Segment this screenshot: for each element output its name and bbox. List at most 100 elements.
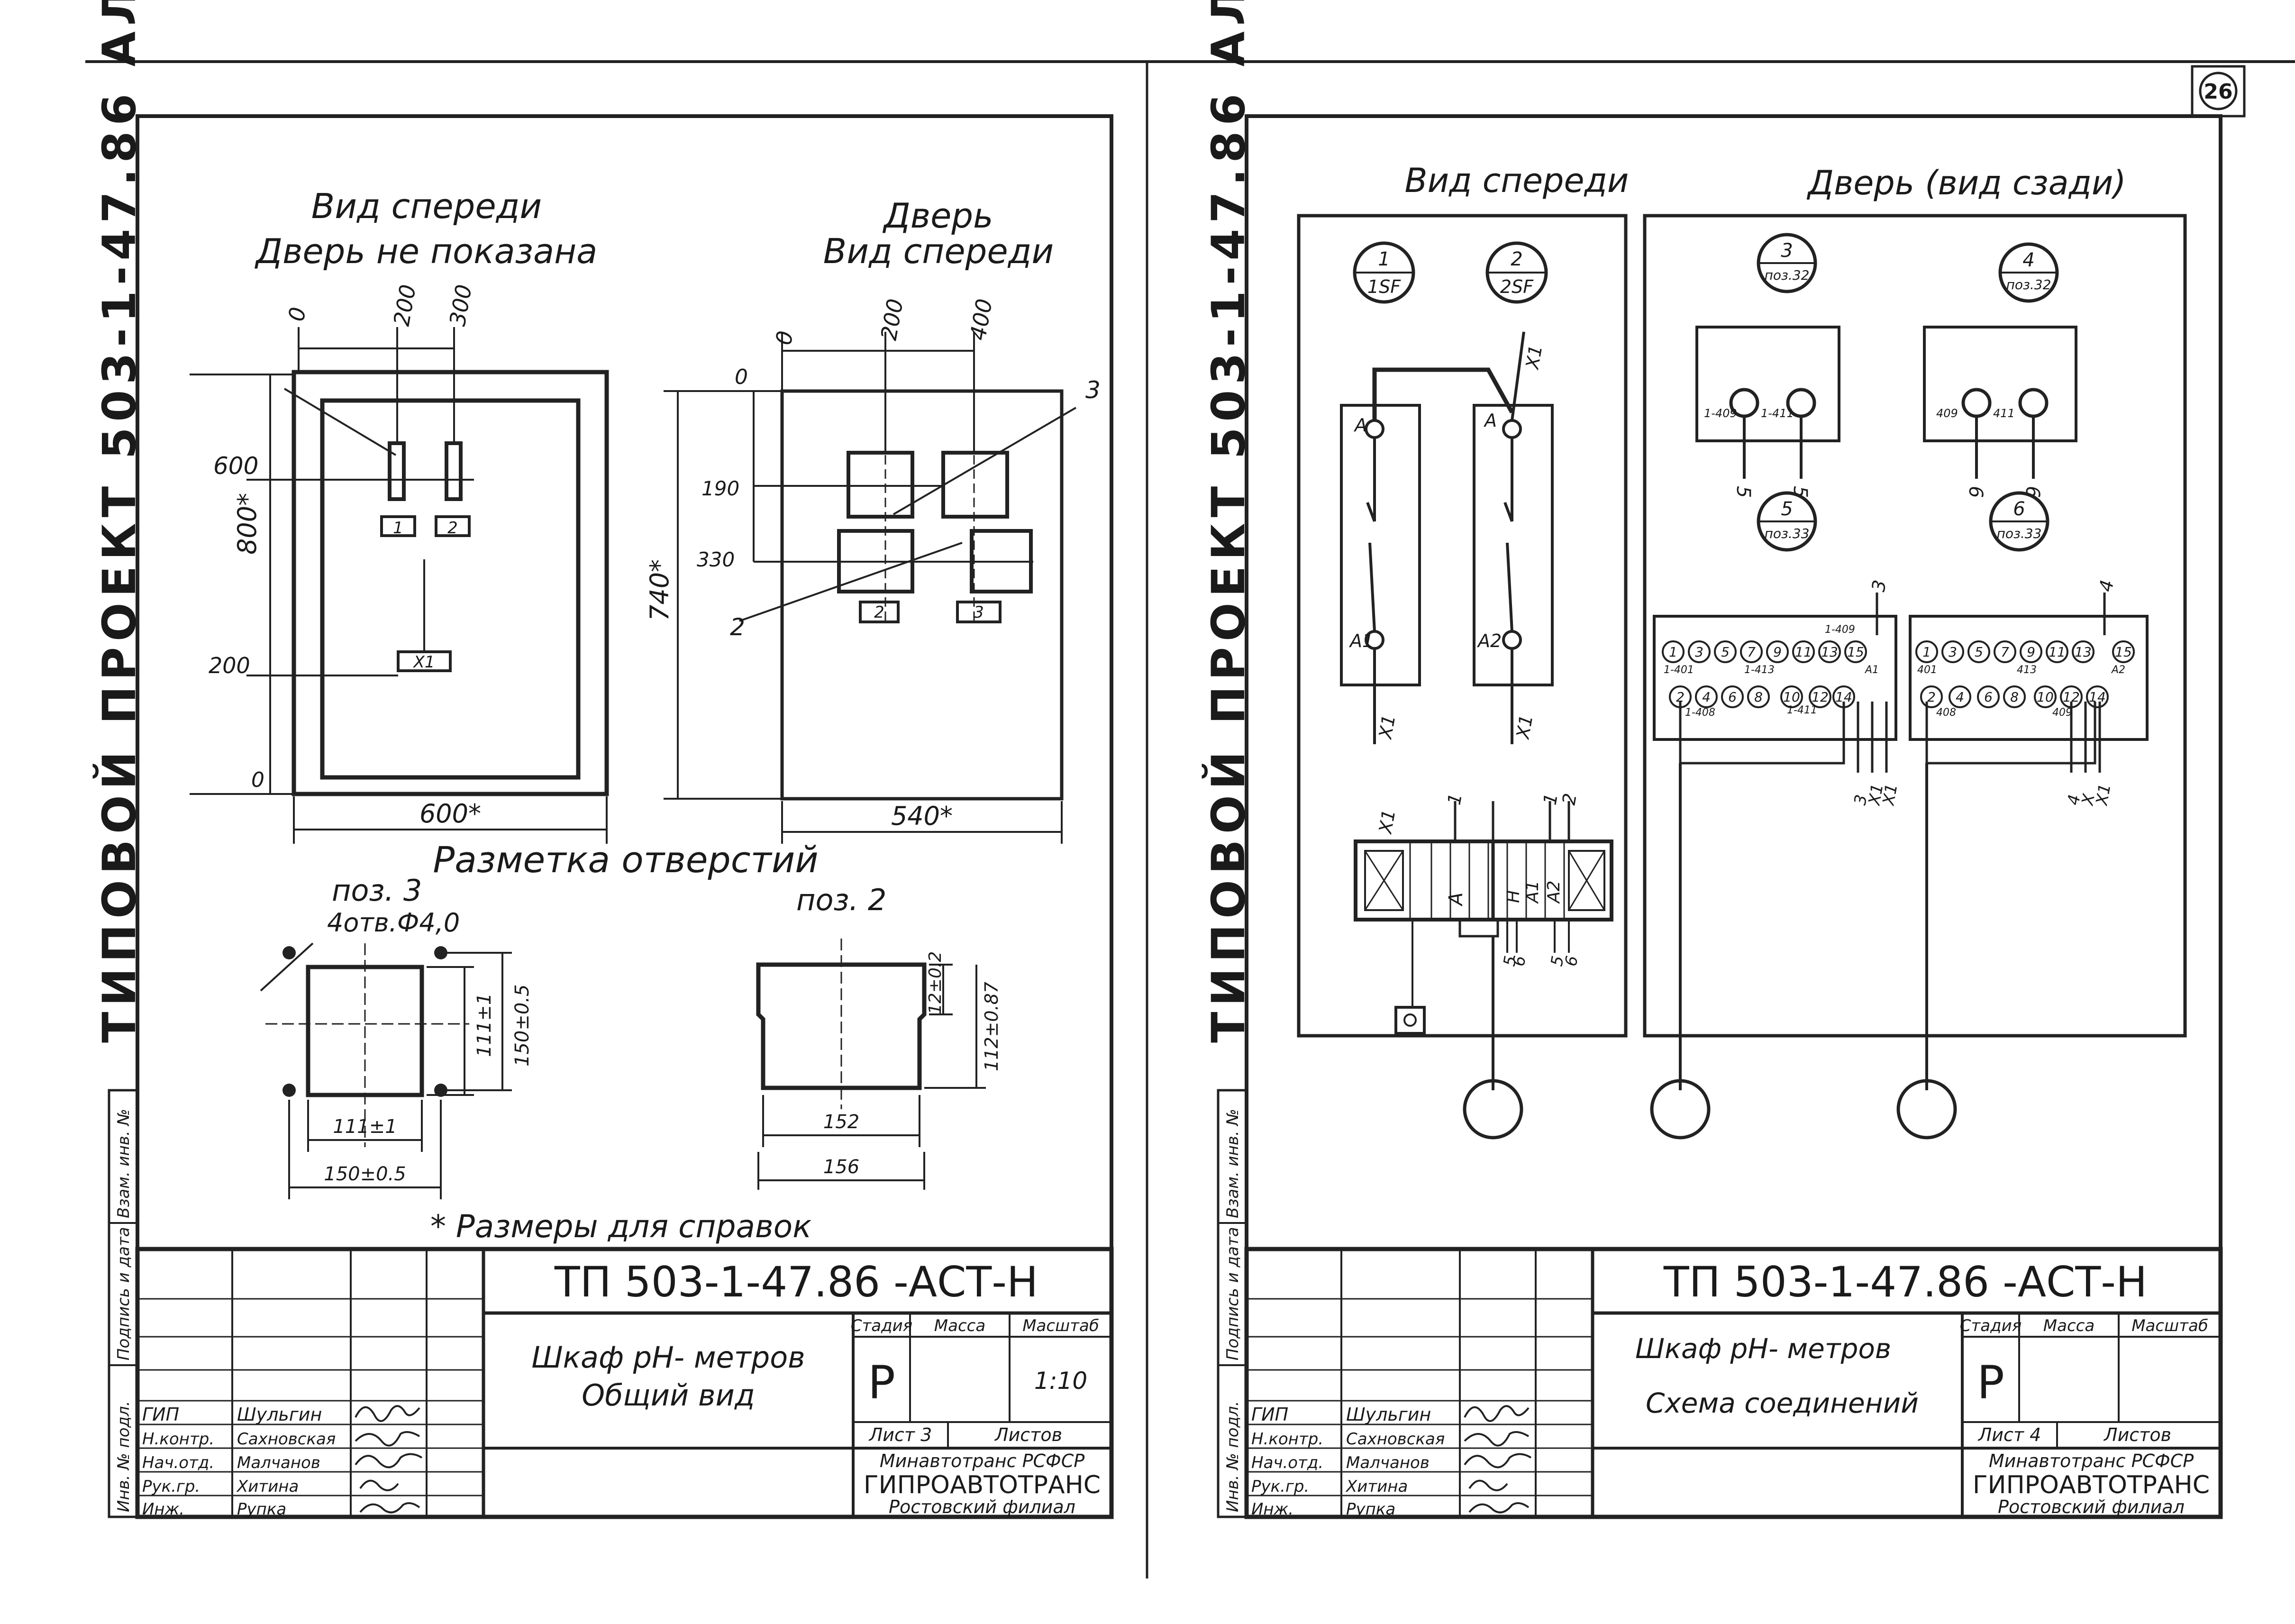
connector-6-pin-b5: 10 xyxy=(2037,689,2054,705)
right-signatures xyxy=(1464,1405,1532,1514)
connector-5-wire-3: X1 xyxy=(1879,782,1902,807)
cable-gland-1 xyxy=(1463,1079,1523,1140)
pos2-title: поз. 2 xyxy=(796,883,886,917)
view2-tag-3: 3 xyxy=(974,603,984,622)
connector-5-mark-3: 1-411 xyxy=(1787,704,1817,716)
view1-box1-label: 1 xyxy=(393,519,403,538)
view1-dim-width: 600* xyxy=(419,799,481,829)
connector-5-pin-t1: 1 xyxy=(1669,644,1677,660)
connector-6-mark-3: 408 xyxy=(1936,707,1956,719)
device-6-num: 6 xyxy=(2013,498,2025,520)
connector-5-pin-t5: 9 xyxy=(1773,644,1782,660)
view1-title-line1: Вид спереди xyxy=(311,186,542,226)
view1-title-line2: Дверь не показана xyxy=(255,231,598,271)
breaker-2sf: 2 2SF А А2 X1 X1 xyxy=(1473,241,1554,744)
view1-dim-height: 800* xyxy=(232,493,262,555)
view1-x1-label: X1 xyxy=(413,653,435,672)
breaker-1-code: 1SF xyxy=(1367,276,1401,297)
right-drawing-code: ТП 503-1-47.86 -АСТ-Н xyxy=(1663,1258,2147,1306)
breaker-1-x1: X1 xyxy=(1375,713,1399,741)
right-h-scale: Масштаб xyxy=(2131,1316,2208,1335)
device-3: 3 поз.32 1-409 1-411 5 5 xyxy=(1695,233,1840,498)
pos2-cutout: поз. 2 12±0.2 112±0.87 152 156 xyxy=(756,883,1002,1190)
device-6: 6 поз.33 xyxy=(1989,491,2049,552)
right-title-block: ТП 503-1-47.86 -АСТ-Н Шкаф pH- метров Сх… xyxy=(1244,1247,2223,1519)
breaker-2-x1-top: X1 xyxy=(1521,343,1546,371)
breaker-2-term-a2: А2 xyxy=(1476,630,1502,651)
cabinet-front-view: 0 200 300 600 200 0 800* 600* 1 2 X1 xyxy=(190,283,609,844)
right-view-left-title: Вид спереди xyxy=(1405,161,1629,200)
pos3-w-outer: 150±0.5 xyxy=(324,1163,406,1185)
left-sheets-total: Листов xyxy=(994,1424,1062,1445)
right-side-cell-3: Взам. инв. № xyxy=(1223,1109,1242,1218)
view2-dim-height: 740* xyxy=(645,559,674,621)
strip-label-n: Н xyxy=(1504,890,1523,903)
connector-6-mark-1: 401 xyxy=(1917,664,1937,676)
connector-5-pin-t4: 7 xyxy=(1747,644,1756,660)
cable-gland-2 xyxy=(1650,1079,1711,1140)
right-side-cell-1: Инв. № подл. xyxy=(1223,1401,1242,1512)
right-side-banner: ТИПОВОЙ ПРОЕКТ 503-1-47.86 АЛЬБОМ IV xyxy=(1202,0,1255,1043)
left-side-cell-1: Инв. № подл. xyxy=(114,1401,133,1512)
view2-callout-3: 3 xyxy=(1085,376,1101,404)
connector-5-pin-b6: 12 xyxy=(1812,689,1829,705)
view2-dim-y0: 0 xyxy=(735,365,748,389)
cable-gland-3 xyxy=(1896,1079,1957,1140)
right-sheet: ТИПОВОЙ ПРОЕКТ 503-1-47.86 АЛЬБОМ IV Инв… xyxy=(1202,0,2223,1519)
left-org-2: ГИПРОАВТОТРАНС xyxy=(864,1471,1101,1499)
view1-dim-y200: 200 xyxy=(209,653,250,678)
connector-6-pin-b3: 6 xyxy=(1984,689,1993,705)
connector-6-pin-t8: 15 xyxy=(2115,644,2132,660)
right-org-2: ГИПРОАВТОТРАНС xyxy=(1973,1471,2210,1499)
left-name-1: Шульгин xyxy=(237,1404,322,1425)
connector-5-pin-t7: 13 xyxy=(1821,644,1838,660)
right-h-mass: Масса xyxy=(2043,1316,2095,1335)
connector-6-pin-t5: 9 xyxy=(2027,644,2035,660)
right-name-3: Малчанов xyxy=(1346,1453,1430,1472)
right-view-right-title: Дверь (вид сзади) xyxy=(1806,164,2126,202)
connector-5-mark-1: 1-401 xyxy=(1664,664,1694,676)
pos3-cutout: поз. 3 4отв.Ф4,0 111±1 150±0.5 111±1 xyxy=(260,873,533,1199)
left-title-block: ТП 503-1-47.86 -АСТ-Н Шкаф pH- метров Об… xyxy=(135,1247,1114,1519)
left-org-1: Минавтотранс РСФСР xyxy=(880,1451,1084,1471)
right-role-1: ГИП xyxy=(1251,1404,1288,1425)
left-h-scale: Масштаб xyxy=(1022,1316,1099,1335)
connector-6-pin-t2: 3 xyxy=(1949,644,1957,660)
left-drawing-name-1: Шкаф pH- метров xyxy=(531,1340,805,1375)
connector-6-pin-t3: 5 xyxy=(1975,644,1983,660)
connector-6-pin-b7: 14 xyxy=(2089,689,2106,705)
pos3-title: поз. 3 xyxy=(332,873,422,908)
left-role-5: Инж. xyxy=(142,1500,184,1519)
pos3-w-inner: 111±1 xyxy=(333,1116,397,1138)
view1-dim-y0: 0 xyxy=(251,768,264,792)
view1-dim-y600: 600 xyxy=(213,452,258,480)
breaker-1-term-a1: А1 xyxy=(1348,630,1374,651)
device-4-pos: поз.32 xyxy=(2006,277,2051,292)
device-3-pos: поз.32 xyxy=(1765,267,1810,283)
connector-6-pin-b6: 12 xyxy=(2063,689,2080,705)
device-4-term-a: 409 xyxy=(1936,407,1958,420)
device-5: 5 поз.33 xyxy=(1757,491,1817,552)
reference-note: * Размеры для справок xyxy=(430,1208,811,1245)
view2-title-line2: Вид спереди xyxy=(823,231,1054,271)
connector-6: 1 3 5 7 9 11 13 15 2 4 6 8 10 12 14 401 … xyxy=(1909,578,2149,1090)
view2-title-line1: Дверь xyxy=(882,196,993,236)
view2-dim-y330: 330 xyxy=(697,548,735,571)
connector-5-pin-t6: 11 xyxy=(1795,644,1812,660)
device-4: 4 поз.32 409 411 6 6 xyxy=(1923,242,2077,498)
connector-5-pin-b7: 14 xyxy=(1835,689,1852,705)
left-signatures xyxy=(355,1405,423,1514)
left-side-banner: ТИПОВОЙ ПРОЕКТ 503-1-47.86 АЛЬБОМ IV xyxy=(92,0,146,1043)
breaker-2-code: 2SF xyxy=(1500,276,1534,297)
connector-5-pin-t2: 3 xyxy=(1695,644,1703,660)
device-4-wire-a: 6 xyxy=(1965,486,1986,498)
breaker-2-term-a: А xyxy=(1483,410,1497,431)
pos2-w2: 156 xyxy=(823,1156,859,1178)
left-name-3: Малчанов xyxy=(237,1453,320,1472)
right-drawing-name-2: Схема соединений xyxy=(1646,1387,1919,1419)
strip-label-a: А xyxy=(1445,893,1467,907)
strip-label-a1: А1 xyxy=(1523,880,1542,904)
view2-tag-2: 2 xyxy=(874,603,884,622)
pos3-note: 4отв.Ф4,0 xyxy=(327,908,460,938)
left-drawing-name-2: Общий вид xyxy=(582,1378,755,1413)
